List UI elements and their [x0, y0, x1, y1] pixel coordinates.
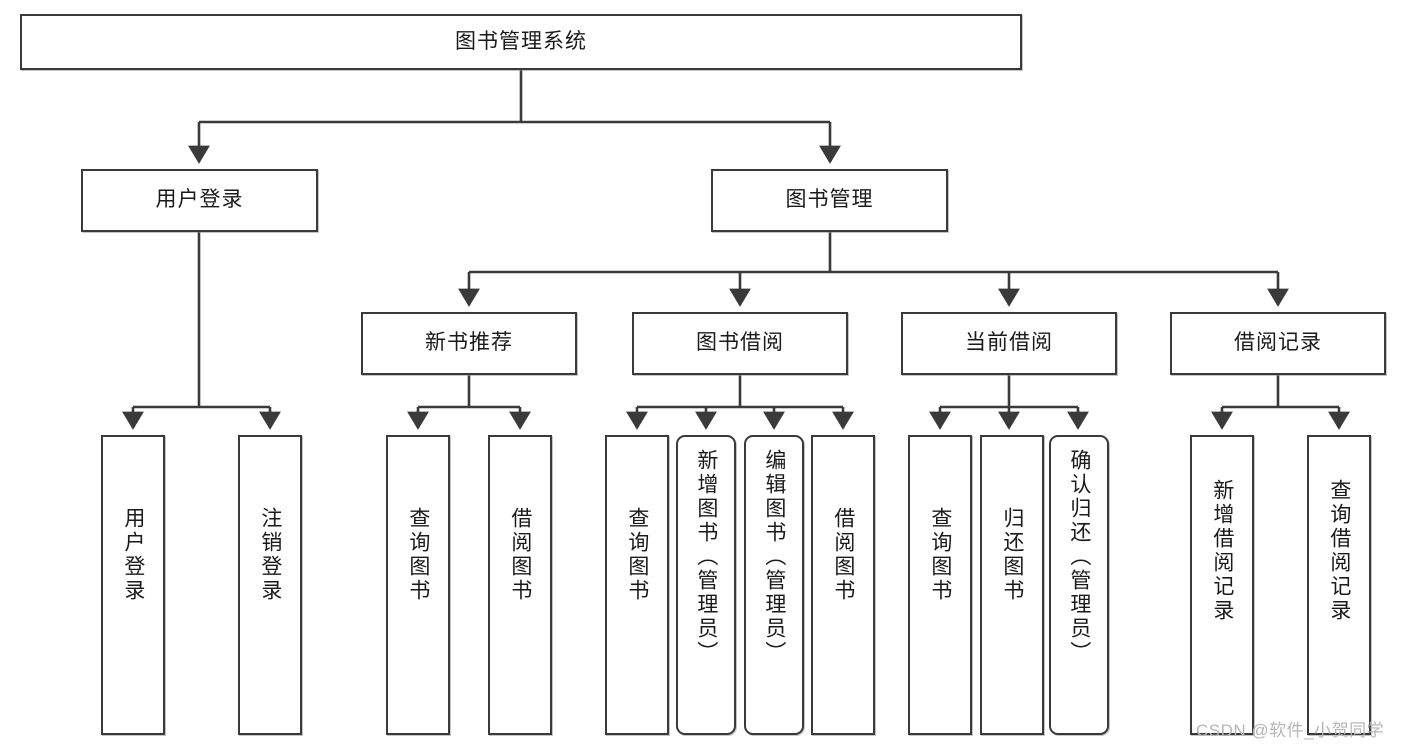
leaf-query-book-3-label: 查询图书 — [928, 507, 952, 603]
leaf-user-login-label: 用户登录 — [121, 507, 145, 603]
leaf-confirm-return-label: 确认归还（管理员） — [1067, 449, 1091, 665]
leaf-borrow-book-2[interactable]: 借阅图书 — [811, 435, 875, 735]
leaf-borrow-book-1[interactable]: 借阅图书 — [488, 435, 552, 735]
leaf-edit-book-label: 编辑图书（管理员） — [762, 449, 786, 665]
leaf-query-book-2[interactable]: 查询图书 — [605, 435, 669, 735]
leaf-add-record-label: 新增借阅记录 — [1210, 479, 1234, 623]
node-borrow-record[interactable]: 借阅记录 — [1170, 312, 1386, 375]
csdn-watermark: CSDN @软件_小贺同学 — [1196, 721, 1385, 740]
leaf-logout-login-label: 注销登录 — [258, 507, 282, 603]
leaf-borrow-book-1-label: 借阅图书 — [508, 507, 532, 603]
node-book-management-label: 图书管理 — [785, 188, 874, 212]
leaf-query-book-2-label: 查询图书 — [625, 507, 649, 603]
node-current-borrow-label: 当前借阅 — [965, 331, 1053, 355]
leaf-query-record[interactable]: 查询借阅记录 — [1307, 435, 1371, 735]
leaf-return-book-label: 归还图书 — [1000, 507, 1024, 603]
node-book-borrow[interactable]: 图书借阅 — [632, 312, 848, 375]
node-root-label: 图书管理系统 — [455, 29, 587, 53]
leaf-add-book-label: 新增图书（管理员） — [694, 449, 718, 665]
node-borrow-record-label: 借阅记录 — [1234, 331, 1322, 355]
leaf-add-book[interactable]: 新增图书（管理员） — [676, 435, 736, 735]
leaf-query-book-3[interactable]: 查询图书 — [908, 435, 972, 735]
leaf-edit-book[interactable]: 编辑图书（管理员） — [744, 435, 804, 735]
leaf-return-book[interactable]: 归还图书 — [980, 435, 1044, 735]
leaf-query-book-1-label: 查询图书 — [406, 507, 430, 603]
leaf-confirm-return[interactable]: 确认归还（管理员） — [1049, 435, 1109, 735]
node-book-management[interactable]: 图书管理 — [711, 169, 948, 232]
leaf-borrow-book-2-label: 借阅图书 — [831, 507, 855, 603]
leaf-logout-login[interactable]: 注销登录 — [238, 435, 302, 735]
node-book-borrow-label: 图书借阅 — [696, 331, 784, 355]
leaf-query-record-label: 查询借阅记录 — [1327, 479, 1351, 623]
node-current-borrow[interactable]: 当前借阅 — [901, 312, 1117, 375]
node-root[interactable]: 图书管理系统 — [20, 14, 1022, 70]
node-user-login-label: 用户登录 — [155, 188, 244, 212]
node-new-book-recommend-label: 新书推荐 — [425, 331, 513, 355]
node-new-book-recommend[interactable]: 新书推荐 — [361, 312, 577, 375]
leaf-user-login[interactable]: 用户登录 — [101, 435, 165, 735]
leaf-add-record[interactable]: 新增借阅记录 — [1190, 435, 1254, 735]
node-user-login[interactable]: 用户登录 — [81, 169, 318, 232]
leaf-query-book-1[interactable]: 查询图书 — [386, 435, 450, 735]
